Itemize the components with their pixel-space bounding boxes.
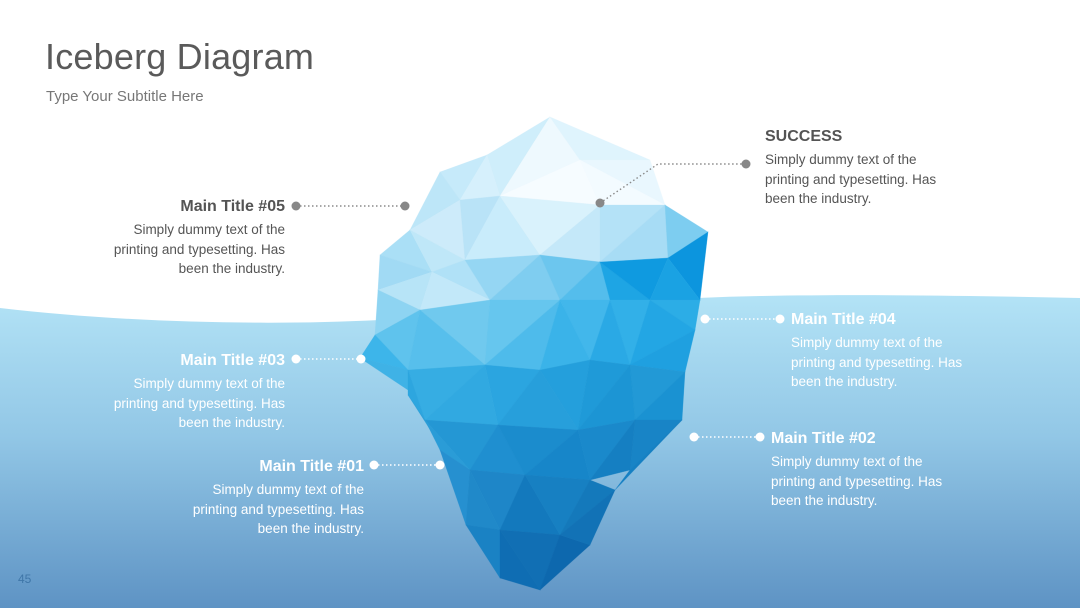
page-subtitle: Type Your Subtitle Here: [46, 88, 204, 105]
label-description-line: Simply dummy text of the: [133, 376, 285, 391]
label-description-line: printing and typesetting. Has: [113, 241, 285, 257]
page-title: Iceberg Diagram: [45, 36, 315, 77]
connector-dot: [775, 314, 785, 324]
label-main-02: Main Title #02 Simply dummy text of the …: [771, 430, 1031, 511]
connector-dot: [689, 432, 699, 442]
connector-success: [599, 163, 746, 204]
label-description: Simply dummy text of the printing and ty…: [765, 150, 1025, 209]
label-description-line: been the industry.: [791, 374, 898, 389]
label-main-01: Main Title #01 Simply dummy text of the …: [104, 458, 364, 539]
connector-dot: [400, 201, 410, 211]
label-description-line: been the industry.: [771, 493, 878, 508]
label-main-04: Main Title #04 Simply dummy text of the …: [791, 311, 1051, 392]
label-title: Main Title #03: [180, 352, 285, 369]
label-description-line: Simply dummy text of the: [771, 454, 923, 469]
label-description-line: printing and typesetting. Has: [771, 473, 943, 489]
label-description-line: printing and typesetting. Has: [791, 354, 963, 370]
label-description-line: been the industry.: [765, 191, 872, 206]
label-main-03: Main Title #03 Simply dummy text of the …: [25, 352, 285, 433]
connector-dot: [291, 201, 301, 211]
label-description-line: printing and typesetting. Has: [765, 171, 937, 187]
connector-dot: [435, 460, 445, 470]
label-description: Simply dummy text of the printing and ty…: [104, 480, 364, 539]
label-title: Main Title #01: [259, 458, 364, 475]
label-description: Simply dummy text of the printing and ty…: [25, 374, 285, 433]
page-number: 45: [18, 572, 32, 586]
label-title: Main Title #02: [771, 430, 876, 447]
connector-dot: [369, 460, 379, 470]
connector-dot: [356, 354, 366, 364]
connector-dot: [700, 314, 710, 324]
label-description: Simply dummy text of the printing and ty…: [791, 333, 1051, 392]
connector-dot: [291, 354, 301, 364]
label-description-line: printing and typesetting. Has: [192, 501, 364, 517]
connector-dot: [755, 432, 765, 442]
label-description-line: printing and typesetting. Has: [113, 395, 285, 411]
label-description: Simply dummy text of the printing and ty…: [771, 452, 1031, 511]
label-main-05: Main Title #05 Simply dummy text of the …: [25, 198, 285, 279]
label-success: SUCCESS Simply dummy text of the printin…: [765, 128, 1025, 209]
label-description-line: Simply dummy text of the: [212, 482, 364, 497]
label-title: Main Title #05: [180, 198, 285, 215]
connector-dot: [741, 159, 751, 169]
label-description-line: been the industry.: [257, 521, 364, 536]
label-description-line: been the industry.: [178, 261, 285, 276]
label-title: SUCCESS: [765, 128, 843, 145]
label-description-line: Simply dummy text of the: [791, 335, 943, 350]
label-description: Simply dummy text of the printing and ty…: [25, 220, 285, 279]
label-title: Main Title #04: [791, 311, 896, 328]
label-description-line: been the industry.: [178, 415, 285, 430]
label-description-line: Simply dummy text of the: [765, 152, 917, 167]
connector-dot: [595, 198, 605, 208]
label-description-line: Simply dummy text of the: [133, 222, 285, 237]
